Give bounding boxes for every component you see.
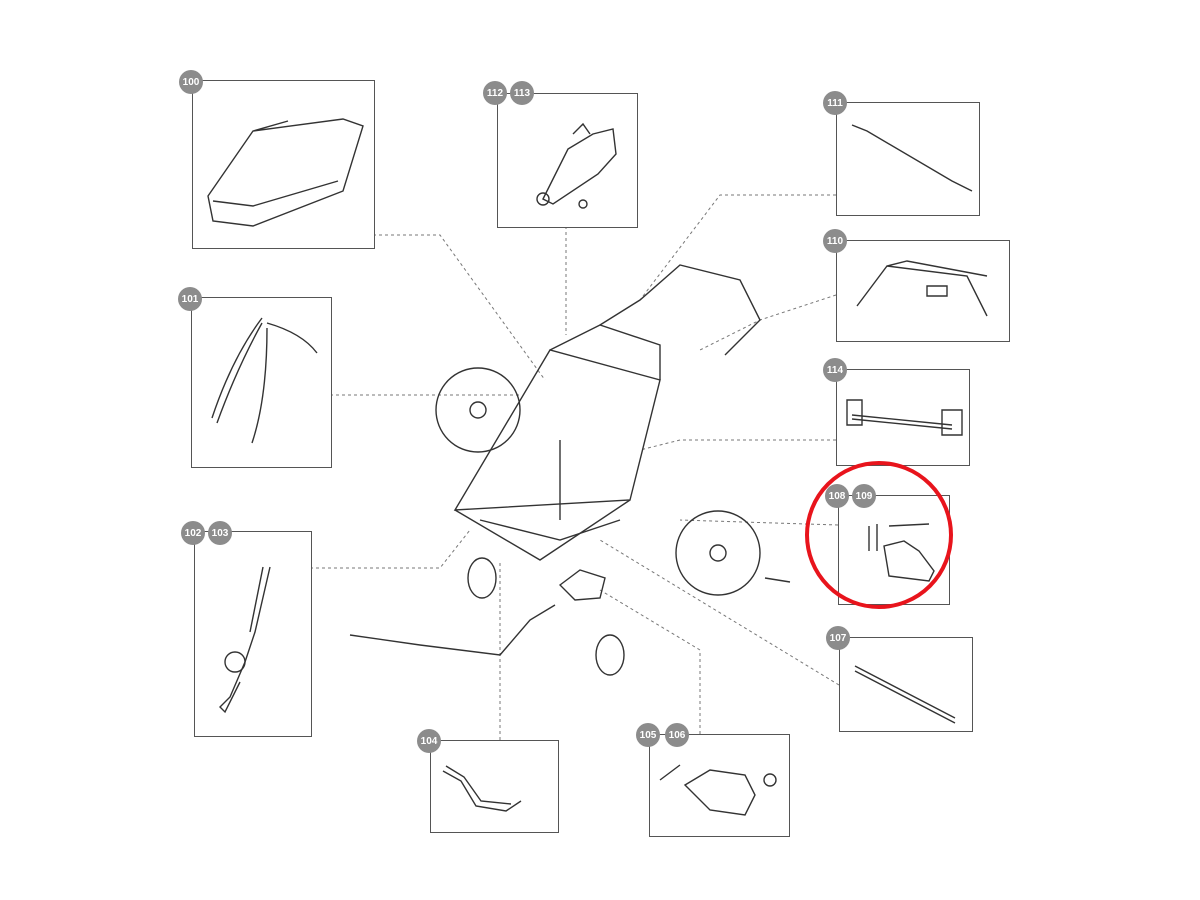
swivel-wheel-housing-illustration [659, 764, 777, 816]
part-box-111[interactable] [836, 102, 980, 216]
part-box-102-103[interactable] [194, 531, 312, 737]
rear-wheel-right [675, 510, 761, 596]
part-number-badge: 100 [179, 70, 203, 94]
hinge-arm-illustration [219, 566, 271, 714]
axle-tube-illustration [851, 124, 973, 192]
brake-assembly-illustration [846, 399, 963, 436]
stroller-frame [349, 264, 791, 676]
part-number-badge: 111 [823, 91, 847, 115]
part-box-101[interactable] [191, 297, 332, 468]
part-number-badge: 105 [636, 723, 660, 747]
part-box-114[interactable] [836, 369, 970, 466]
part-box-107[interactable] [839, 637, 973, 732]
rear-wheel-left [435, 367, 521, 453]
part-number-badge: 103 [208, 521, 232, 545]
part-number-badge: 114 [823, 358, 847, 382]
part-number-badge: 107 [826, 626, 850, 650]
part-number-badge: 110 [823, 229, 847, 253]
highlight-circle [805, 461, 953, 609]
part-number-badge: 104 [417, 729, 441, 753]
part-box-112-113[interactable] [497, 93, 638, 228]
handlebar-bracket-illustration [856, 260, 988, 317]
front-wheel-left [467, 557, 497, 599]
rear-axle-illustration [854, 665, 956, 724]
part-number-badge: 106 [665, 723, 689, 747]
part-number-badge: 102 [181, 521, 205, 545]
front-fork-illustration [442, 765, 522, 812]
canopy-cover-illustration [207, 118, 364, 227]
part-box-100[interactable] [192, 80, 375, 249]
part-box-110[interactable] [836, 240, 1010, 342]
part-number-badge: 101 [178, 287, 202, 311]
part-box-105-106[interactable] [649, 734, 790, 837]
leader-lines [310, 194, 840, 740]
part-box-104[interactable] [430, 740, 559, 833]
side-rails-illustration [211, 317, 318, 444]
part-number-badge: 112 [483, 81, 507, 105]
hinge-bracket-illustration [536, 122, 617, 209]
part-number-badge: 113 [510, 81, 534, 105]
front-wheel-right [595, 634, 625, 676]
